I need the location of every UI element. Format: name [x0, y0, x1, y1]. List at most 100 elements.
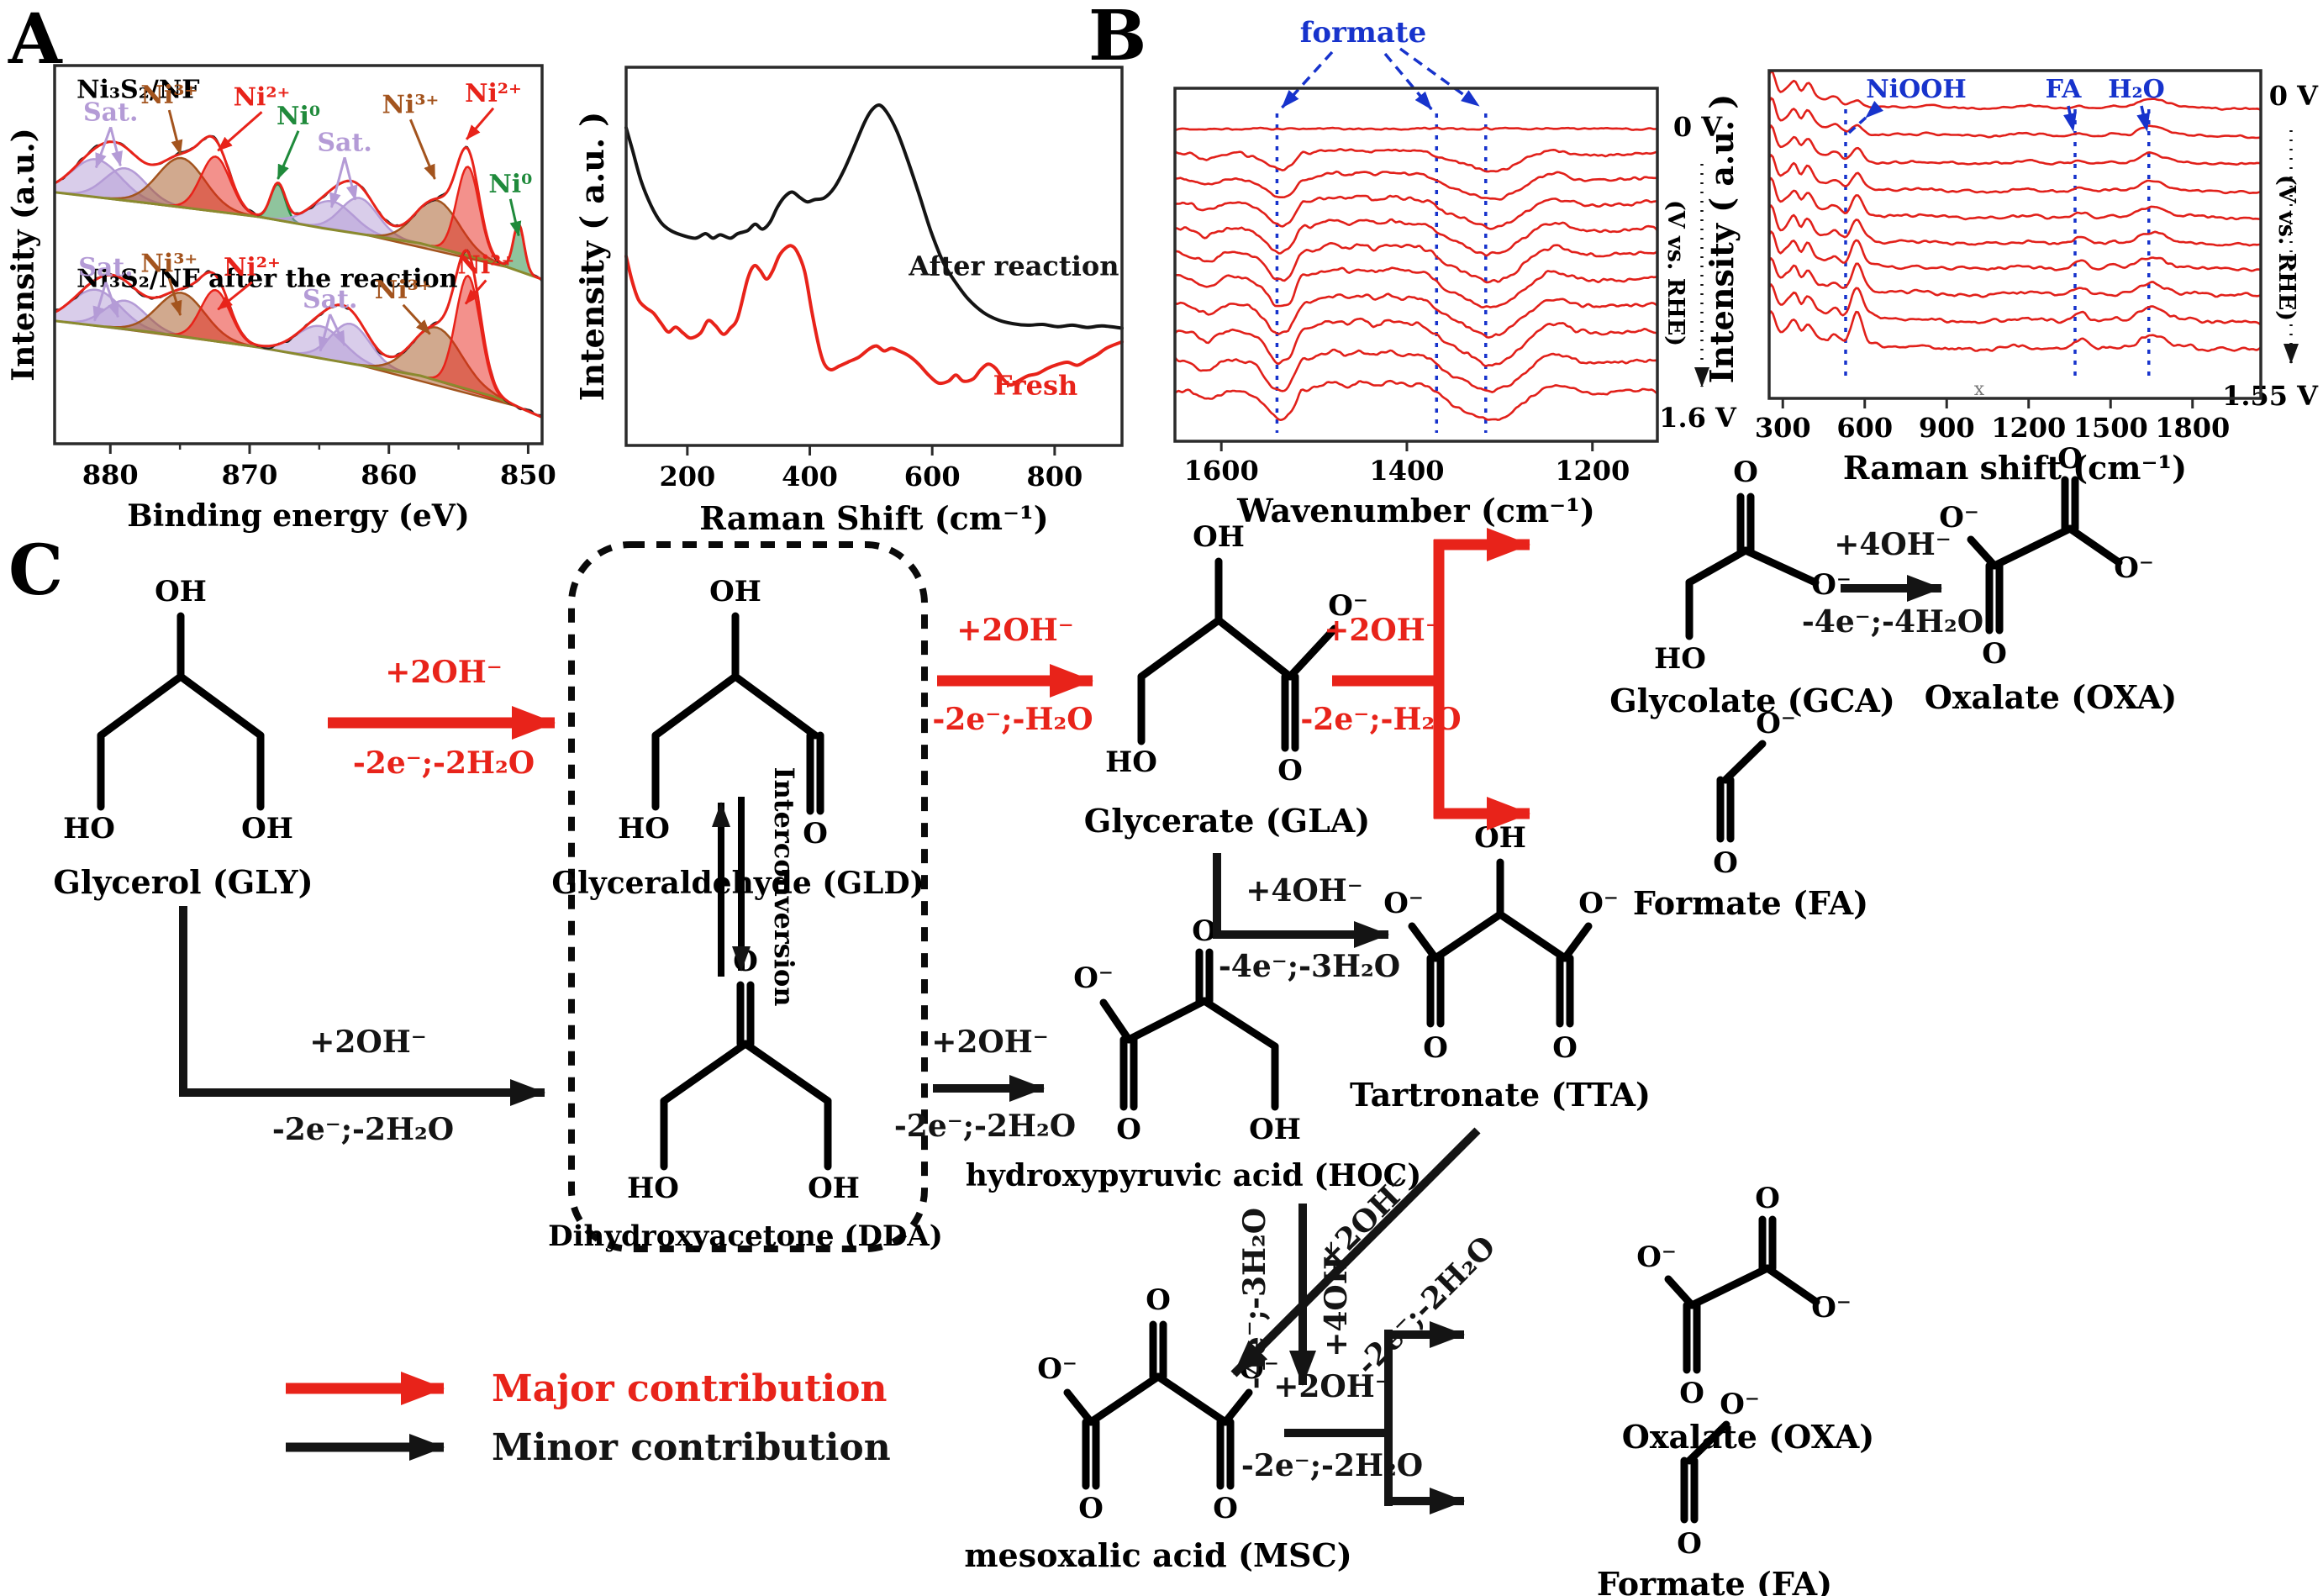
panel-a-label: A	[8, 0, 62, 80]
reaction-condition: -2e⁻;-2H₂O	[894, 1109, 1076, 1144]
atom-label: HO	[618, 812, 670, 845]
legend-item-1: Minor contribution	[286, 1426, 891, 1469]
annotation-arrow	[508, 198, 522, 237]
x-axis-title: Raman shift (cm⁻¹)	[1843, 449, 2187, 487]
atom-label: O⁻	[1720, 1388, 1760, 1421]
annotation-arrow	[217, 281, 253, 311]
atom-label: O⁻	[1037, 1352, 1077, 1386]
reaction-condition: -2e⁻;-2H₂O	[1241, 1448, 1423, 1483]
x-tick-label: 1200	[1991, 412, 2066, 444]
xps-trace-title: Ni₃S₂/NF	[76, 75, 199, 104]
molecule-name: Formate (FA)	[1597, 1565, 1832, 1596]
guide-arrow	[2136, 105, 2150, 132]
atom-label: OH	[1249, 1113, 1301, 1146]
peak-annotation: Ni²⁺	[224, 253, 281, 282]
xps-envelope	[53, 134, 544, 281]
legend-item-0: Major contribution	[286, 1367, 887, 1410]
spectrum-curve-0	[1767, 70, 2262, 112]
molecule-name: Glycerol (GLY)	[53, 863, 313, 901]
annotation-arrow	[465, 107, 495, 140]
bond	[1125, 997, 1209, 1044]
reaction-dda-hoc: +2OH⁻ -2e⁻;-2H₂O	[894, 1024, 1076, 1144]
x-tick-label: 880	[82, 459, 139, 491]
x-tick-label: 400	[782, 461, 838, 492]
atom-label: O⁻	[1328, 589, 1368, 623]
molecule-oxalate-top: O⁻OOO⁻Oxalate (OXA)	[1925, 442, 2177, 716]
xps-envelope	[53, 249, 544, 419]
bond	[1685, 1420, 1730, 1465]
peak-annotation: Ni³⁺	[140, 81, 198, 110]
legend-label: Major contribution	[492, 1367, 887, 1410]
molecule-name: Oxalate (OXA)	[1925, 678, 2177, 716]
guide-label-H₂O: H₂O	[2108, 75, 2165, 104]
series-label: Fresh	[993, 369, 1078, 401]
xps-trace-title: Ni₃S₂/NF after the reaction	[76, 264, 457, 293]
potential-start: 0 V	[1673, 111, 1723, 143]
atom-label: OH	[808, 1172, 860, 1205]
bond	[731, 672, 819, 740]
spectrum-curve-3	[1767, 154, 2262, 195]
annotation-arrow	[464, 279, 487, 305]
x-tick-label: 870	[222, 459, 278, 491]
x-tick-label: 1200	[1555, 455, 1630, 487]
reaction-condition: +2OH⁻	[309, 1024, 427, 1060]
annotation-arrow	[402, 303, 431, 335]
spectrum-curve-9	[1767, 310, 2262, 352]
peak-annotation: Ni³⁺	[382, 90, 440, 119]
reaction-gly-gld: +2OH⁻-2e⁻;-2H₂O	[328, 655, 556, 781]
x-tick-label: 900	[1919, 412, 1975, 444]
atom-label: O	[1213, 1492, 1238, 1525]
reaction-condition: -2e⁻;-2H₂O	[353, 745, 535, 781]
x-tick-label: 600	[904, 461, 961, 492]
reaction-arrow	[1230, 1127, 1481, 1377]
molecule-name: Tartronate (TTA)	[1350, 1076, 1651, 1114]
formate-arrow	[1399, 47, 1480, 108]
guide-label-NiOOH: NiOOH	[1866, 75, 1966, 104]
bond	[651, 672, 740, 740]
bond	[660, 1040, 750, 1105]
bond	[97, 672, 185, 740]
bond	[741, 1040, 832, 1105]
reaction-gla-branch: +2OH⁻-2e⁻;-H₂O	[1300, 528, 1530, 830]
interconversion-label: Interconversion	[768, 767, 800, 1007]
potential-axis-label: (V vs. RHE)	[2273, 175, 2299, 321]
spectrum-curve-3	[1173, 194, 1659, 230]
x-tick-label: 800	[1026, 461, 1082, 492]
peak-annotation: Ni³⁺	[140, 249, 198, 278]
reaction-condition: +2OH⁻	[931, 1024, 1049, 1060]
spectrum-curve-6	[1173, 266, 1659, 308]
spectrum-curve-8	[1767, 283, 2262, 326]
atom-label: O	[1423, 1031, 1448, 1065]
plot-frame	[1173, 87, 1659, 443]
bond	[1154, 1372, 1230, 1426]
molecule-oxalate-bottom: O⁻OOO⁻Oxalate (OXA)	[1622, 1182, 1874, 1456]
spectrum-curve-4	[1173, 218, 1659, 257]
formate-annotation: formate	[1300, 16, 1427, 50]
bond	[1685, 546, 1750, 587]
bond	[1664, 1275, 1696, 1309]
atom-label: O	[1116, 1113, 1141, 1146]
bond	[176, 672, 265, 740]
atom-label: O	[803, 817, 828, 851]
annotation-arrow	[277, 130, 300, 180]
molecule-name: mesoxalic acid (MSC)	[964, 1536, 1351, 1574]
atom-label: O	[1078, 1492, 1104, 1525]
spectrum-curve-6	[1767, 230, 2262, 272]
potential-axis-label: (V vs. RHE)	[1662, 200, 1688, 346]
xps-trace-1: Ni₃S₂/NF after the reactionSat.Ni³⁺Ni²⁺S…	[53, 249, 544, 419]
atom-label: OH	[241, 812, 293, 845]
atom-label: O⁻	[1578, 887, 1619, 920]
atom-label: O	[1677, 1527, 1702, 1561]
guide-arrow	[1847, 101, 1883, 134]
peak-annotation: Sat.	[78, 253, 133, 282]
peak-annotation: Ni²⁺	[457, 251, 514, 281]
bond	[1099, 998, 1133, 1044]
atom-label: O⁻	[1939, 501, 1979, 535]
reaction-gld-gla: +2OH⁻-2e⁻;-H₂O	[932, 613, 1093, 737]
